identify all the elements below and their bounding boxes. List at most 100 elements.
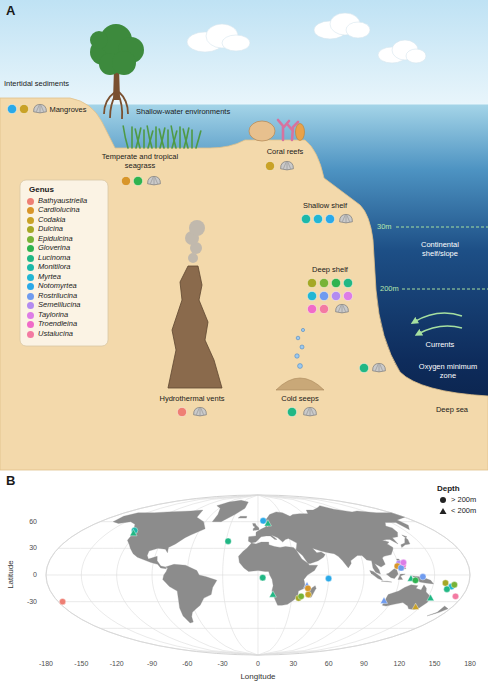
legend-label: Notomyrtea (38, 282, 77, 291)
cloud (222, 35, 250, 51)
axis-tick: -150 (74, 660, 88, 668)
genus-dot (331, 291, 340, 300)
genus-dot (319, 304, 328, 313)
legend-swatch (27, 331, 34, 338)
land (113, 500, 448, 623)
legend-label: < 200m (451, 507, 476, 516)
deep-site-marker (305, 591, 311, 597)
shallow-site-marker (412, 603, 419, 609)
genus-dot (265, 161, 274, 170)
axis-tick: 90 (360, 660, 368, 668)
landmass (212, 500, 248, 521)
landmass (401, 535, 410, 547)
genus-dot (121, 176, 130, 185)
seagrass-blade (183, 129, 188, 148)
legend-label: Taylorina (38, 311, 68, 320)
depth-line (402, 289, 488, 290)
sky (0, 0, 488, 104)
legend-swatch (27, 274, 34, 281)
deep-site-marker (305, 585, 311, 591)
deep-site-marker (452, 593, 458, 599)
shell-icon (34, 104, 47, 112)
mangrove-tree (90, 24, 144, 119)
legend-swatch (27, 245, 34, 252)
seep-bubbles (295, 328, 305, 368)
genus-dot (7, 104, 16, 113)
seagrass-blade (143, 130, 145, 148)
legend-label: Myrtea (38, 273, 61, 282)
habitat-label: Coral reefs (267, 148, 304, 157)
cold-seep (276, 328, 324, 390)
genus-dot (343, 291, 352, 300)
habitat-label: Shallow shelf (303, 202, 347, 211)
legend-label: Bathyaustriella (38, 197, 87, 206)
legend-swatch (27, 236, 34, 243)
shell-icon (373, 363, 386, 371)
deep-site-marker (260, 518, 266, 524)
genus-dot (307, 278, 316, 287)
zone-label: Continental shelf/slope (411, 241, 469, 258)
axis-tick: 60 (325, 660, 333, 668)
deep-site-marker (298, 593, 304, 599)
seafloor (0, 98, 488, 470)
roots (104, 92, 128, 119)
axis-tick: 180 (464, 660, 476, 668)
legend-title: Depth (437, 484, 460, 493)
graticule-line (81, 495, 258, 655)
graticule-line (258, 495, 259, 655)
axis-tick: -90 (147, 660, 157, 668)
legend-label: Codakia (38, 216, 66, 225)
bubble (300, 345, 304, 349)
genus-dot (177, 407, 186, 416)
landmass (370, 571, 383, 581)
genus-dot (319, 278, 328, 287)
leaf-mass (112, 51, 136, 75)
depth-label: 30m (377, 223, 392, 232)
canopy (90, 24, 144, 75)
legend-label: Epidulcina (38, 235, 73, 244)
depth-label: 200m (380, 285, 399, 294)
landmass (253, 523, 259, 530)
genus-dot (343, 278, 352, 287)
genus-dot (301, 214, 310, 223)
cloud (346, 22, 370, 38)
vent-chimney (168, 266, 222, 388)
legend-label: Gloverina (38, 244, 70, 253)
seagrass-blade (160, 128, 165, 148)
bubble (301, 328, 304, 331)
axis-tick: -180 (39, 660, 53, 668)
landmass (398, 574, 405, 579)
axis-tick: 120 (393, 660, 405, 668)
deep-site-marker (412, 577, 418, 583)
genus-dot (307, 304, 316, 313)
legend-label: Dulcina (38, 225, 63, 234)
habitat-label: Intertidal sediments (4, 80, 69, 89)
seagrass-blade (147, 126, 152, 148)
habitat-label: Hydrothermal vents (159, 395, 224, 404)
shallow-site-marker (427, 594, 434, 600)
genus-dot (133, 176, 142, 185)
bubble (298, 364, 303, 369)
seagrass-blade (135, 129, 140, 148)
graticule (46, 495, 470, 655)
genus-dot (313, 214, 322, 223)
legend-label: Cardiolucina (38, 206, 80, 215)
hydrothermal-vent (168, 220, 222, 388)
bubble (296, 336, 300, 340)
shallow-site-marker (380, 597, 387, 603)
coral-reef (249, 120, 305, 141)
legend-box (20, 180, 108, 346)
genus-dot (287, 407, 296, 416)
leaf-mass (90, 31, 108, 49)
habitat-label: Temperate and tropical seagrass (95, 153, 185, 170)
seagrass-blade (171, 126, 176, 148)
smoke-puff (188, 253, 198, 263)
axis-title: Longitude (240, 672, 275, 681)
genus-dot (307, 291, 316, 300)
seagrass-blade (179, 127, 181, 148)
legend-swatch (27, 255, 34, 262)
deep-site-marker (59, 598, 65, 604)
